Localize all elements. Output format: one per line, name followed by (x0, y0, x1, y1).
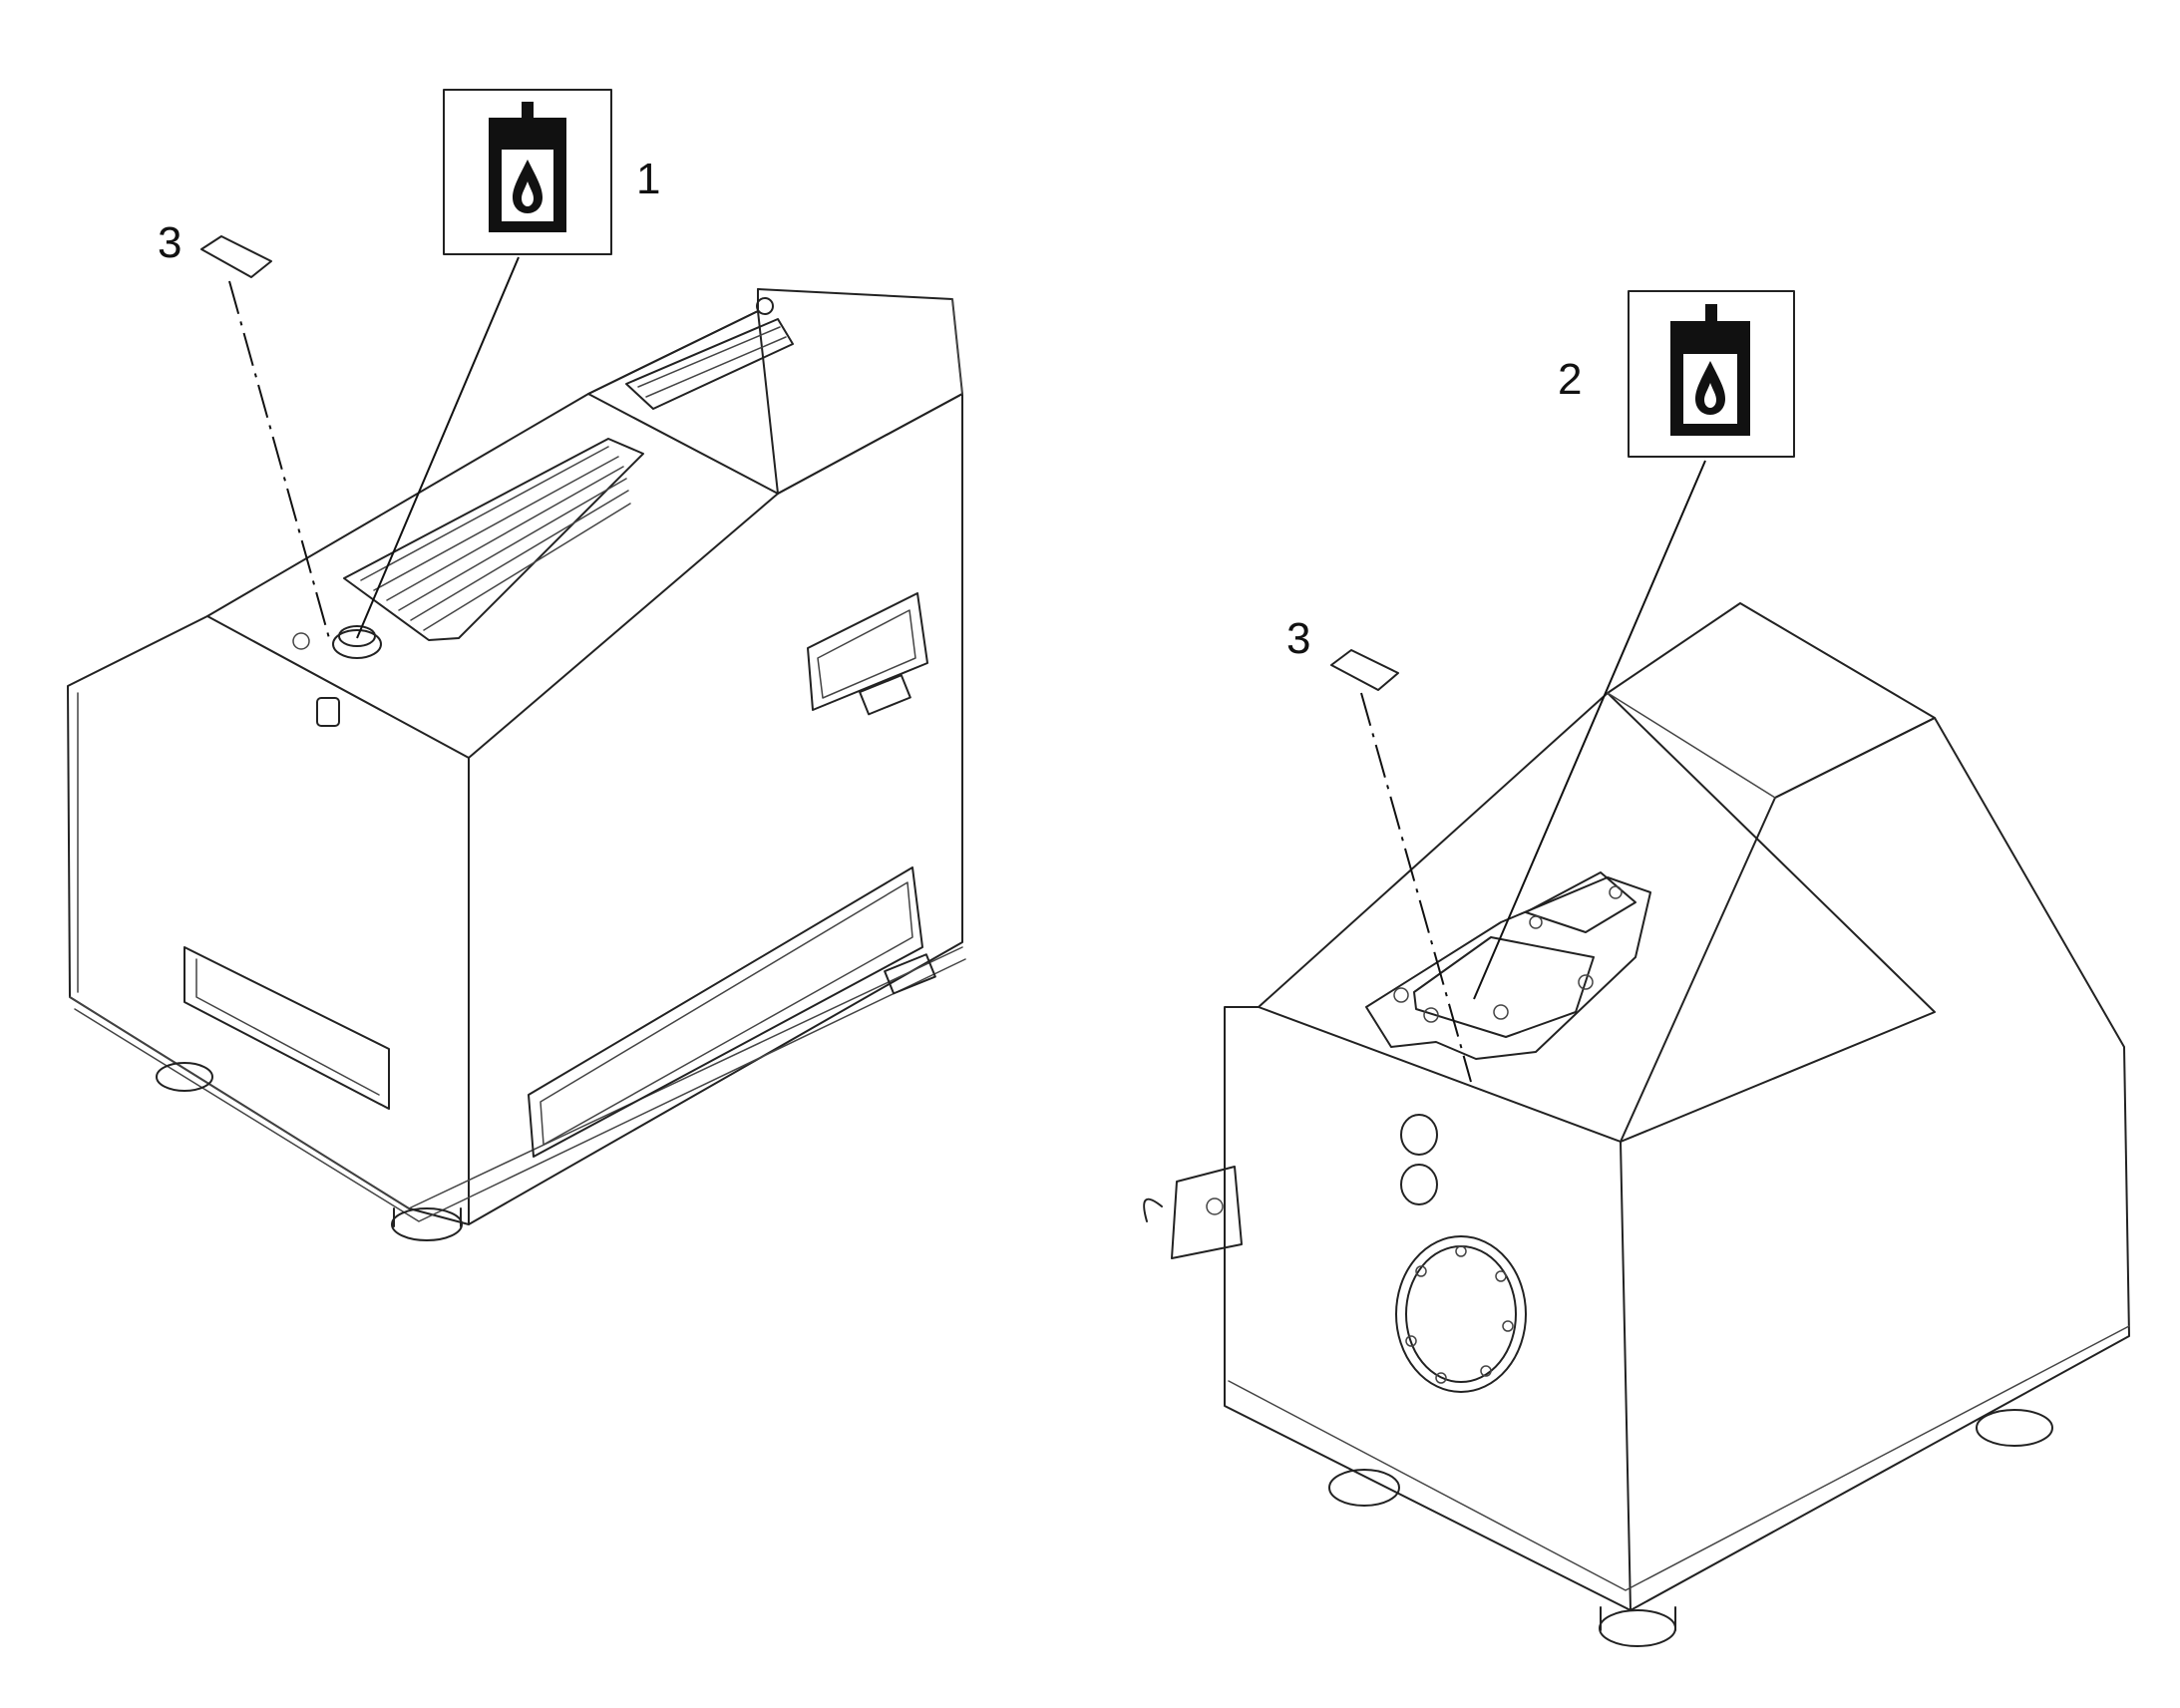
decal-1-box[interactable] (443, 89, 612, 255)
callout-2: 2 (1558, 355, 1582, 404)
access-cover-right (1395, 1235, 1527, 1393)
top-plate-right (1365, 871, 1651, 1060)
callout-3-left: 3 (158, 218, 182, 267)
hydraulic-oil-icon (489, 102, 566, 232)
left-hydraulic-tank (67, 288, 966, 1241)
right-hydraulic-tank (1143, 602, 2130, 1647)
blank-decal-icon (200, 235, 272, 278)
blank-decal-icon (1330, 649, 1399, 691)
right-tank-feet (1328, 1409, 2053, 1647)
hydraulic-oil-icon (1670, 304, 1750, 436)
callout-3-right: 3 (1286, 614, 1310, 663)
decal-3a-shape[interactable] (200, 235, 272, 278)
filler-cap-left (292, 625, 382, 659)
left-tank-feet (156, 1062, 463, 1241)
decal-2-box[interactable] (1628, 290, 1795, 458)
callout-1: 1 (636, 155, 660, 203)
decal-3b-shape[interactable] (1330, 649, 1399, 691)
